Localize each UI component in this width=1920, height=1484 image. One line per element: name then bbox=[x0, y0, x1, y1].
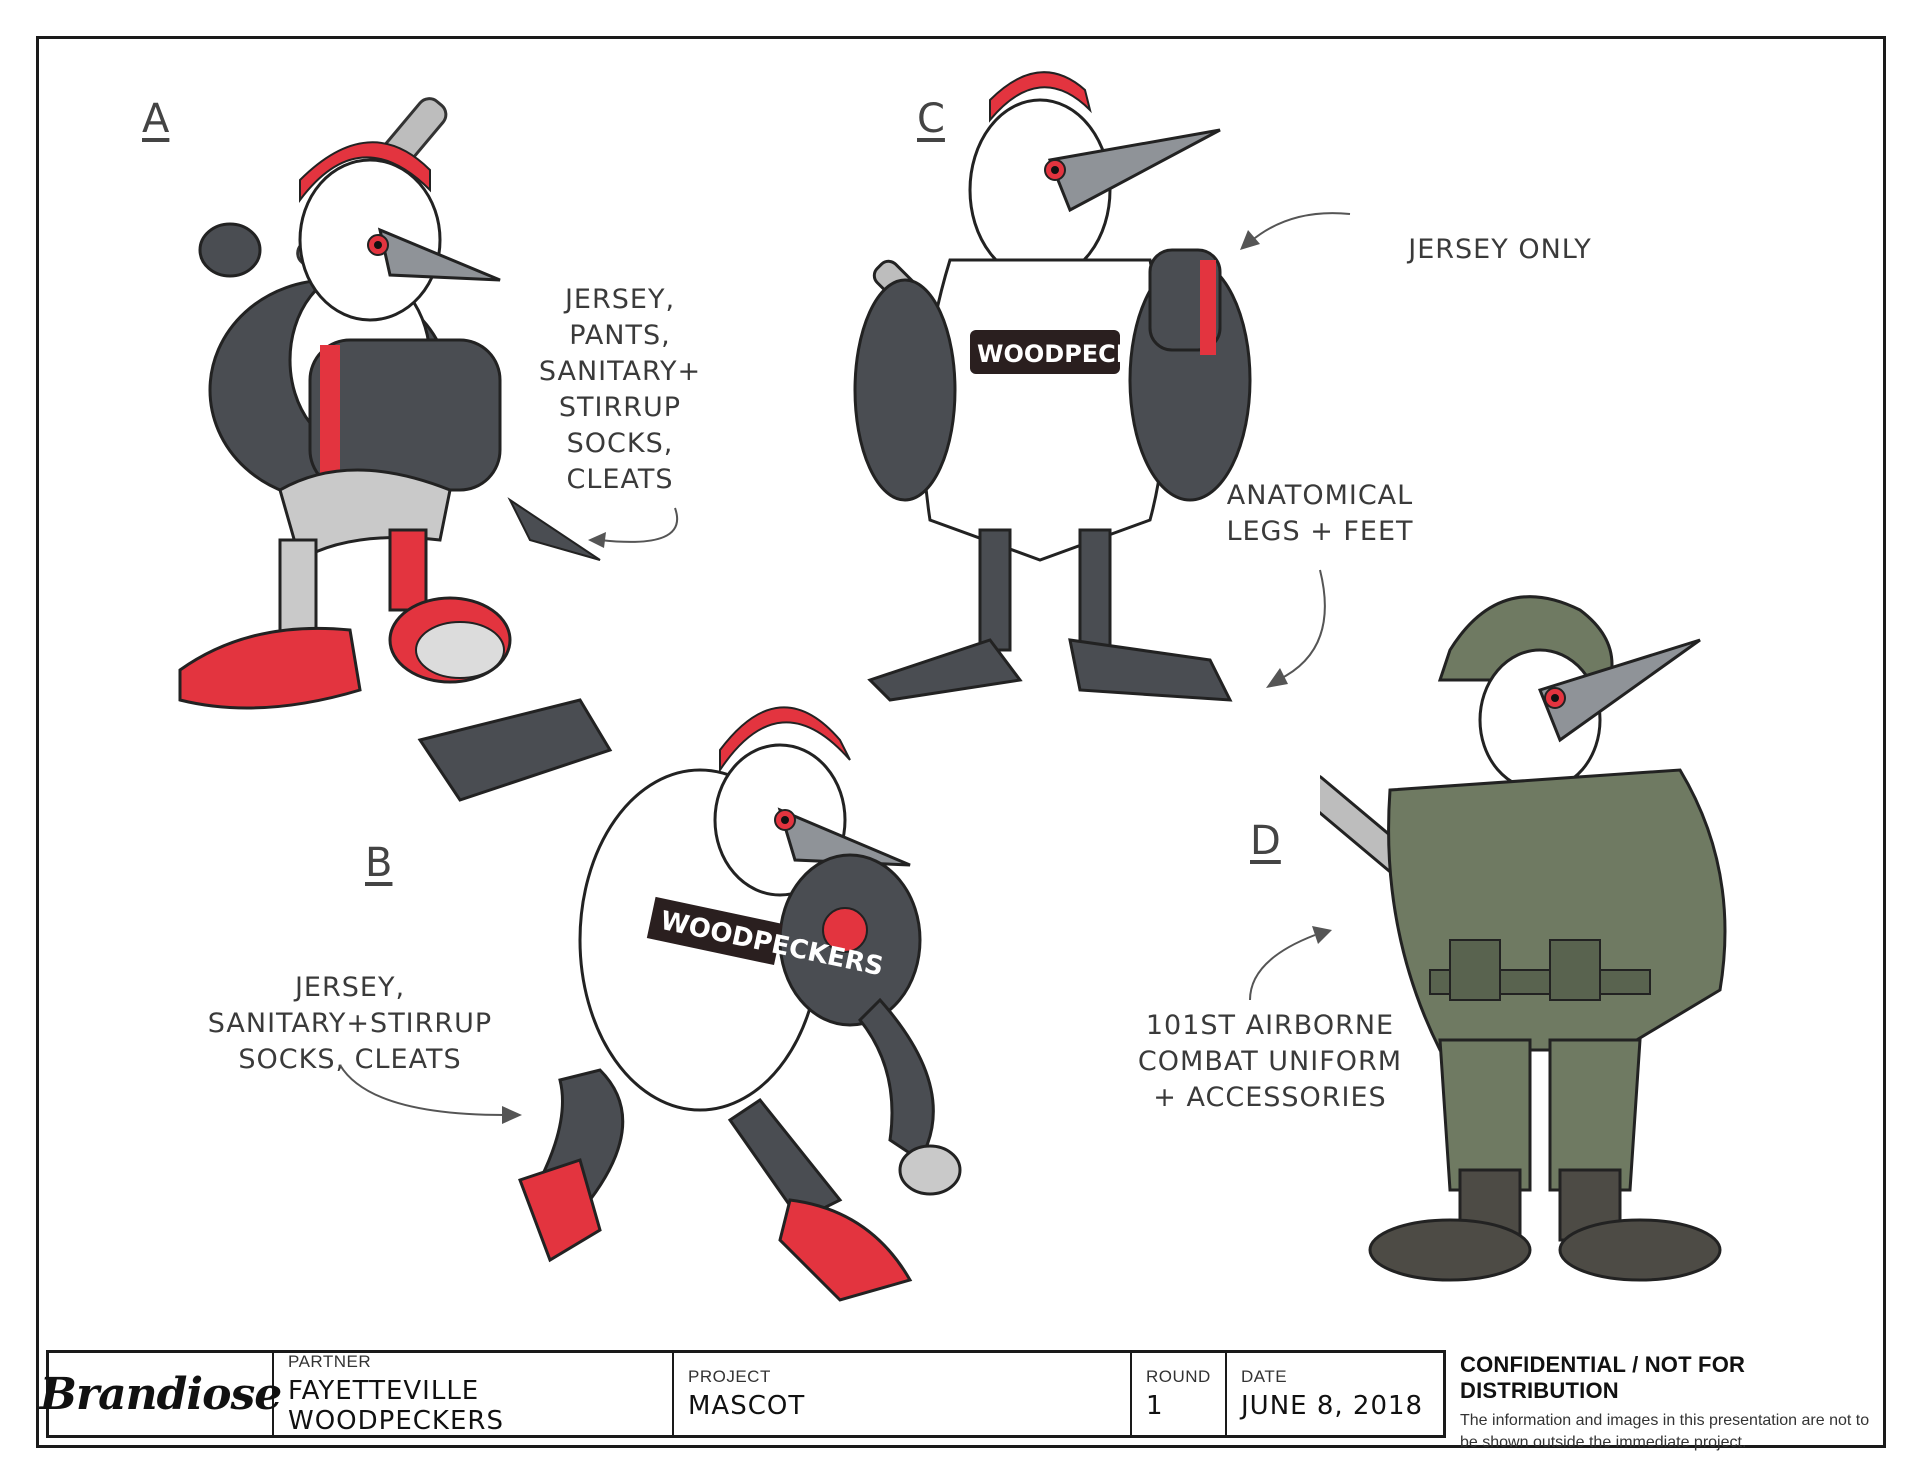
date-value: JUNE 8, 2018 bbox=[1241, 1391, 1424, 1421]
mascot-sketch-d bbox=[1320, 595, 1727, 1282]
note-concept-c-legs: ANATOMICAL LEGS + FEET bbox=[1226, 480, 1414, 547]
page-frame bbox=[36, 36, 1886, 1448]
confidential-notice: CONFIDENTIAL / NOT FOR DISTRIBUTION The … bbox=[1460, 1352, 1890, 1454]
partner-cell: PARTNER FAYETTEVILLE WOODPECKERS bbox=[274, 1352, 674, 1436]
arrow-c-jersey bbox=[1240, 212, 1351, 250]
note-concept-b: JERSEY, SANITARY+STIRRUP SOCKS, CLEATS bbox=[207, 972, 493, 1075]
concept-label-b: B bbox=[365, 840, 393, 886]
arrow-b bbox=[339, 1064, 522, 1124]
partner-label: PARTNER bbox=[288, 1352, 372, 1371]
note-concept-d: 101ST AIRBORNE COMBAT UNIFORM + ACCESSOR… bbox=[1137, 1010, 1403, 1113]
arrow-c-legs bbox=[1266, 569, 1326, 688]
project-cell: PROJECT MASCOT bbox=[674, 1353, 1132, 1435]
concept-label-d: D bbox=[1250, 818, 1281, 864]
confidential-body: The information and images in this prese… bbox=[1460, 1412, 1870, 1451]
round-label: ROUND bbox=[1146, 1367, 1211, 1386]
project-label: PROJECT bbox=[688, 1367, 771, 1386]
arrow-a bbox=[588, 507, 678, 548]
round-value: 1 bbox=[1146, 1391, 1164, 1421]
title-block: Brandiose PARTNER FAYETTEVILLE WOODPECKE… bbox=[40, 1350, 1446, 1438]
note-concept-a: JERSEY, PANTS, SANITARY+ STIRRUP SOCKS, … bbox=[538, 284, 702, 495]
note-concept-c-jersey: JERSEY ONLY bbox=[1408, 234, 1592, 265]
brand-cell: Brandiose bbox=[40, 1353, 282, 1435]
arrow-d bbox=[1249, 926, 1332, 1001]
brand-logo: Brandiose bbox=[39, 1368, 282, 1420]
project-value: MASCOT bbox=[688, 1391, 806, 1421]
date-label: DATE bbox=[1241, 1367, 1288, 1386]
mascot-sketch-c: WOODPECKERS bbox=[853, 71, 1252, 702]
partner-value: FAYETTEVILLE WOODPECKERS bbox=[288, 1376, 504, 1436]
concept-label-a: A bbox=[142, 96, 170, 142]
concept-label-c: C bbox=[917, 96, 945, 142]
mascot-sketch-a bbox=[178, 97, 601, 710]
round-cell: ROUND 1 bbox=[1132, 1353, 1227, 1435]
date-cell: DATE JUNE 8, 2018 bbox=[1227, 1353, 1443, 1435]
mascot-sketch-b: WOODPECKERS bbox=[417, 698, 962, 1302]
confidential-heading: CONFIDENTIAL / NOT FOR DISTRIBUTION bbox=[1460, 1352, 1746, 1403]
